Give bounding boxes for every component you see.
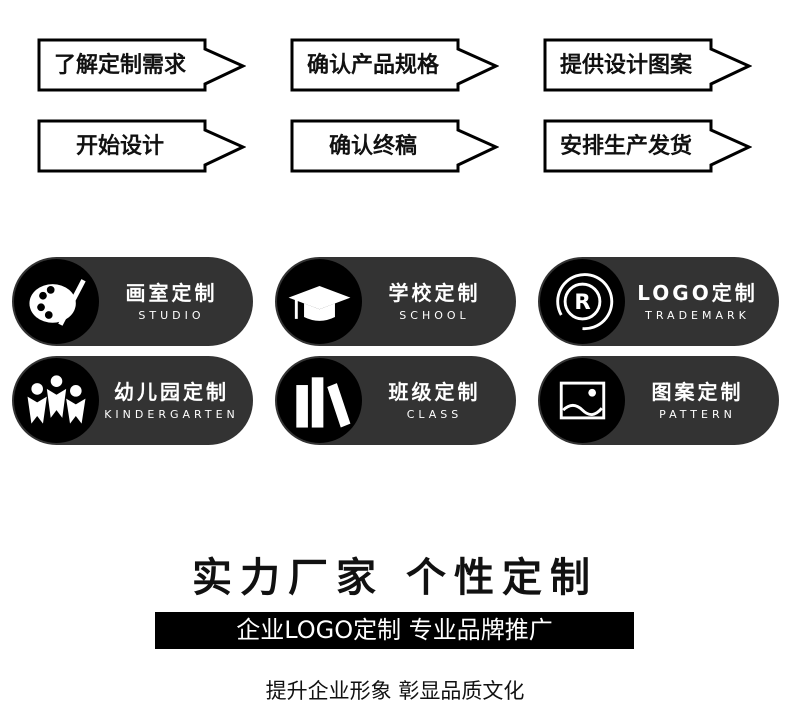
category-subtitle: KINDERGARTEN xyxy=(104,408,239,421)
process-step: 提供设计图案 xyxy=(542,37,752,93)
step-label: 确认产品规格 xyxy=(306,52,439,78)
category-subtitle: CLASS xyxy=(406,408,463,421)
category-subtitle: SCHOOL xyxy=(399,309,470,322)
arrow-box-icon xyxy=(37,38,246,92)
arrow-box-icon xyxy=(543,119,752,173)
category-class[interactable]: 班级定制 CLASS xyxy=(275,356,516,445)
arrow-box-icon xyxy=(290,119,499,173)
category-title: 学校定制 xyxy=(388,281,481,305)
registered-trademark-icon: R xyxy=(556,273,614,331)
arrow-box-icon xyxy=(37,119,246,173)
palette-icon xyxy=(29,279,86,326)
step-label: 开始设计 xyxy=(75,133,164,159)
books-icon xyxy=(296,377,351,428)
category-subtitle: TRADEMARK xyxy=(645,309,750,322)
arrow-box-icon xyxy=(543,38,752,92)
category-kindergarten[interactable]: 幼儿园定制 KINDERGARTEN xyxy=(12,356,253,445)
children-icon xyxy=(27,375,86,424)
category-school[interactable]: 学校定制 SCHOOL xyxy=(275,257,516,346)
step-label: 安排生产发货 xyxy=(559,133,692,159)
category-subtitle: STUDIO xyxy=(138,309,205,322)
subtitle: 提升企业形象 彰显品质文化 xyxy=(265,679,525,703)
process-step: 安排生产发货 xyxy=(542,118,752,174)
process-step: 确认产品规格 xyxy=(289,37,499,93)
step-label: 提供设计图案 xyxy=(559,52,692,78)
picture-icon xyxy=(559,381,606,420)
category-title: 图案定制 xyxy=(651,380,744,404)
category-title: 画室定制 xyxy=(125,281,218,305)
arrow-box-icon xyxy=(290,38,499,92)
process-step: 开始设计 xyxy=(36,118,246,174)
category-title: 幼儿园定制 xyxy=(114,380,229,404)
graduation-cap-icon xyxy=(288,286,351,321)
category-subtitle: PATTERN xyxy=(659,408,736,421)
step-label: 了解定制需求 xyxy=(53,52,186,78)
process-step: 确认终稿 xyxy=(289,118,499,174)
svg-text:R: R xyxy=(574,290,590,315)
step-label: 确认终稿 xyxy=(328,133,417,159)
category-studio[interactable]: 画室定制 STUDIO xyxy=(12,257,253,346)
process-step: 了解定制需求 xyxy=(36,37,246,93)
category-pattern[interactable]: 图案定制 PATTERN xyxy=(538,356,779,445)
category-title: LOGO定制 xyxy=(637,281,758,305)
banner: 企业LOGO定制 专业品牌推广 xyxy=(155,612,634,649)
category-title: 班级定制 xyxy=(388,380,481,404)
category-trademark[interactable]: R LOGO定制 TRADEMARK xyxy=(538,257,779,346)
headline: 实力厂家 个性定制 xyxy=(192,555,598,601)
